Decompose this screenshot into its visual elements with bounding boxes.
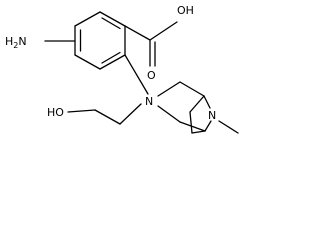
bond-ch2-ch2-bridge bbox=[189, 111, 193, 134]
amine-label: H2N bbox=[5, 35, 27, 50]
bond-bridgehead-upper-ch2 bbox=[189, 95, 205, 113]
bond-ch2-ch2 bbox=[94, 109, 121, 125]
hydroxy-label: HO bbox=[47, 106, 64, 119]
carboxyl-oh-label: OH bbox=[177, 4, 194, 17]
bond-ring-top-right bbox=[99, 11, 126, 27]
bond-n-to-ch2 bbox=[119, 103, 142, 125]
bond-ring-bottom-left bbox=[74, 54, 101, 70]
bond-bridgehead-lower-n bbox=[204, 120, 212, 132]
bond-n-methyl bbox=[218, 120, 239, 134]
bond-n-ch2-upper bbox=[157, 81, 181, 97]
amine-subscript: 2 bbox=[13, 41, 18, 50]
bond-bridgehead-upper-n bbox=[203, 95, 211, 109]
amine-h: H bbox=[5, 35, 13, 48]
bond-ch2-bridgehead-upper bbox=[179, 81, 205, 97]
carbonyl-o-label: O bbox=[147, 69, 156, 82]
hydroxyethyl-chain bbox=[67, 103, 142, 125]
ring-n-label: N bbox=[145, 95, 153, 108]
bond-ch2-to-oh bbox=[67, 109, 96, 113]
bond-ring-bottom-right-inner bbox=[101, 51, 121, 64]
bond-ring-to-carboxyl bbox=[124, 25, 151, 41]
bond-n-ch2-lower bbox=[157, 105, 181, 123]
bond-carboxyl-oh bbox=[149, 21, 178, 41]
bond-ring-top-right-inner bbox=[101, 17, 121, 30]
chemical-structure: H2N OH O N HO N bbox=[5, 4, 239, 134]
diazabicyclo-system bbox=[157, 81, 239, 134]
bond-ch2-bridgehead-lower-2 bbox=[191, 130, 206, 134]
bond-ch2-bridgehead-lower bbox=[179, 121, 206, 132]
amine-n: N bbox=[18, 35, 26, 48]
bond-ring-bottom-right bbox=[99, 54, 126, 70]
bond-ring-to-n bbox=[124, 54, 149, 95]
benzene-ring bbox=[74, 11, 126, 70]
bond-ring-top bbox=[74, 11, 101, 27]
carboxylic-acid-group bbox=[124, 21, 178, 67]
bridge-n-label: N bbox=[208, 109, 216, 122]
